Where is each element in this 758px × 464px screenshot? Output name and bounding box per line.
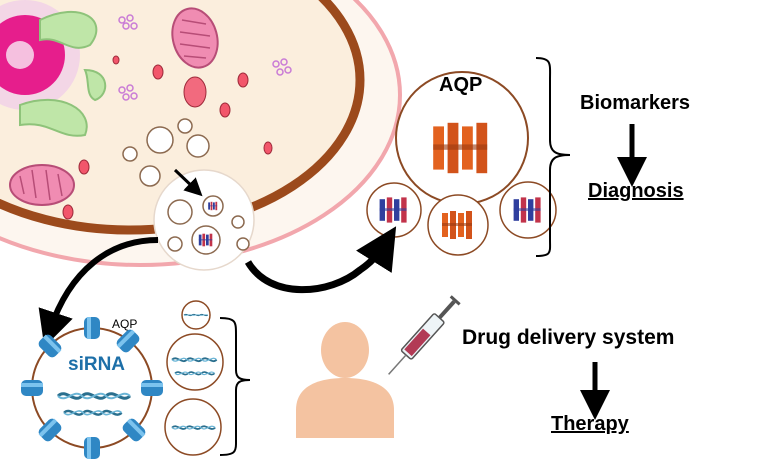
vesicles (62, 55, 273, 220)
cell (0, 0, 402, 267)
bracket-icon (535, 57, 571, 257)
aquaporin-channel-icon (84, 317, 100, 339)
arrow-icon (244, 226, 397, 294)
arrow-icon (173, 168, 203, 197)
nucleolus (6, 41, 34, 69)
multivesicular-body (153, 169, 255, 271)
dna-helix-icon (171, 357, 218, 363)
mitochondria-icon (9, 7, 219, 206)
drug-delivery-label: Drug delivery system (462, 326, 675, 349)
arrow-icon (38, 237, 159, 348)
bracket-icon (219, 317, 251, 456)
granules (118, 14, 292, 101)
syringe-icon (388, 295, 461, 375)
person-icon (296, 322, 394, 438)
sirna-label: siRNA (68, 354, 126, 375)
aqp-small-label: AQP (112, 317, 138, 331)
cell-membrane (0, 0, 365, 235)
aqp-title: AQP (439, 74, 483, 96)
biomarkers-label: Biomarkers (580, 92, 691, 114)
diagnosis-label: Diagnosis (588, 180, 684, 202)
golgi-apparatus (19, 10, 107, 137)
dna-vesicles (164, 300, 224, 456)
aqp-structure (366, 71, 557, 256)
sirna-vesicle (21, 317, 163, 459)
therapy-label: Therapy (551, 413, 629, 435)
